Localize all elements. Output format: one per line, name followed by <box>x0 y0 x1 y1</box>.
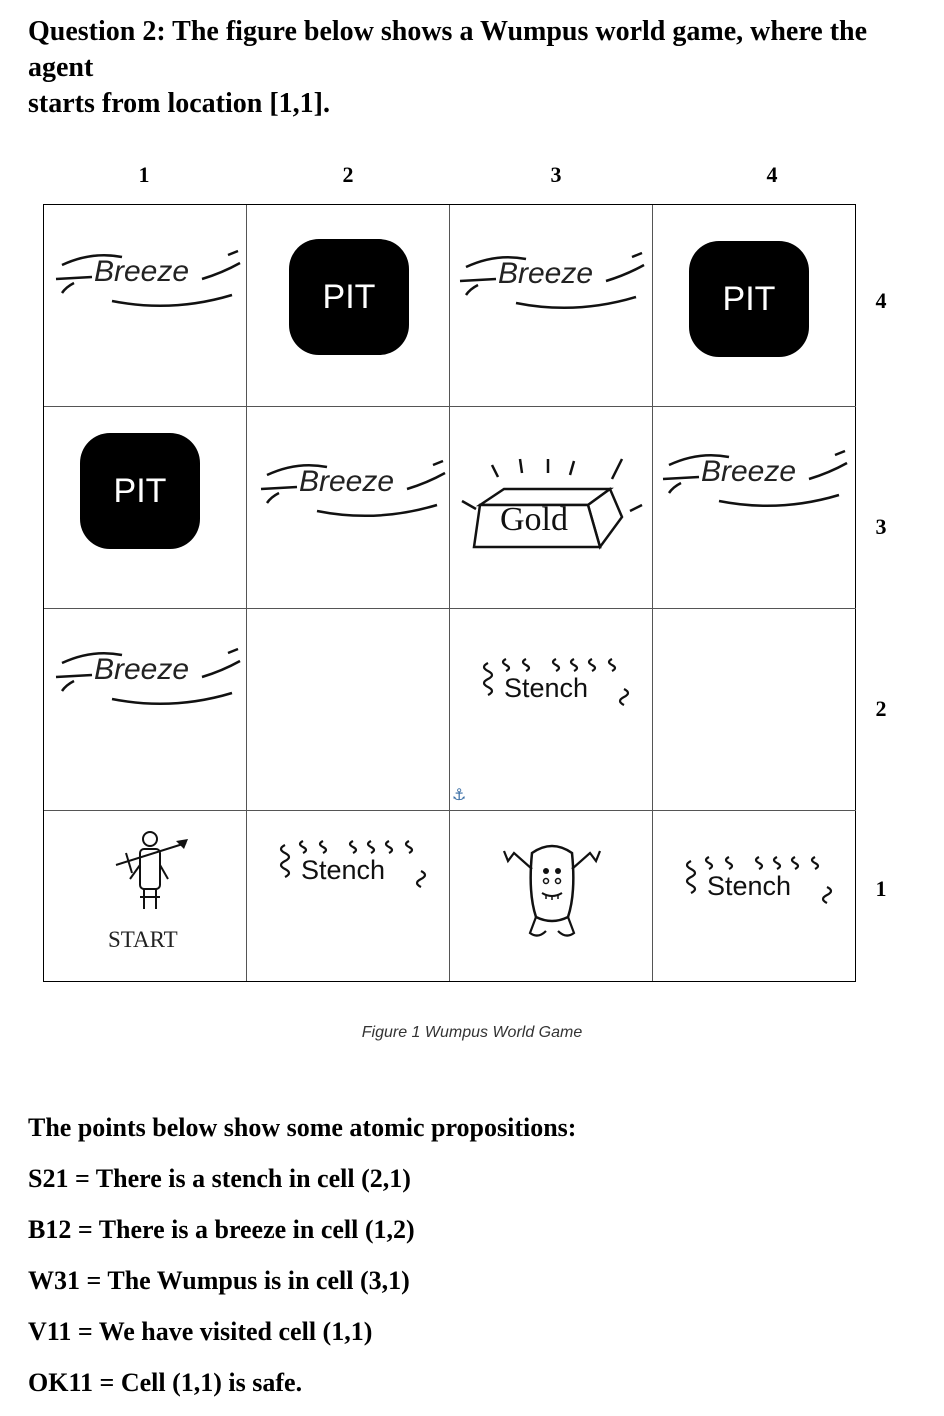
breeze-marker: Breeze <box>52 243 242 323</box>
stench-wave-icon <box>685 856 833 904</box>
breeze-marker: Breeze <box>456 245 646 325</box>
cell-2-4: PIT <box>247 205 450 407</box>
row-label-2: 2 <box>875 696 887 721</box>
cell-4-2 <box>653 609 856 811</box>
row-label-4: 4 <box>875 288 887 313</box>
proposition-item: OK11 = Cell (1,1) is safe. <box>28 1368 303 1397</box>
column-label-2: 2 <box>342 162 354 187</box>
breeze-marker: Breeze <box>257 453 447 533</box>
breeze-label: Breeze <box>299 465 395 498</box>
pit-marker: PIT <box>689 241 809 357</box>
proposition-item: V11 = We have visited cell (1,1) <box>28 1317 373 1346</box>
cell-3-1 <box>450 811 653 981</box>
question-heading: Question 2: The figure below shows a Wum… <box>28 14 938 122</box>
breeze-wind-icon <box>55 249 241 308</box>
proposition-item: S21 = There is a stench in cell (2,1) <box>28 1164 411 1193</box>
stench-wave-icon <box>482 658 630 706</box>
wumpus-grid: Breeze PIT Breeze PIT PIT <box>43 204 856 982</box>
breeze-label: Breeze <box>94 255 190 288</box>
figure-caption: Figure 1 Wumpus World Game <box>361 1024 583 1041</box>
wumpus-monster-icon <box>502 844 602 937</box>
cell-1-4: Breeze <box>44 205 247 407</box>
stench-label: Stench <box>707 871 792 901</box>
stench-marker: Stench <box>267 831 437 911</box>
stench-marker: Stench <box>470 649 640 729</box>
anchor-icon: ⚓ <box>452 785 467 804</box>
question-line-1: Question 2: The figure below shows a Wum… <box>28 16 868 83</box>
proposition-item: B12 = There is a breeze in cell (1,2) <box>28 1215 415 1244</box>
cell-2-1: Stench <box>247 811 450 981</box>
cell-4-1: Stench <box>653 811 856 981</box>
row-label-1: 1 <box>875 876 887 901</box>
start-label: START <box>108 927 178 952</box>
cell-4-3: Breeze <box>653 407 856 609</box>
cell-3-3: Gold <box>450 407 653 609</box>
pit-marker: PIT <box>80 433 200 549</box>
cell-3-4: Breeze <box>450 205 653 407</box>
column-label-1: 1 <box>138 162 150 187</box>
breeze-marker: Breeze <box>659 443 849 523</box>
cell-2-2 <box>247 609 450 811</box>
column-label-3: 3 <box>550 162 562 187</box>
breeze-label: Breeze <box>701 455 797 488</box>
row-label-3: 3 <box>875 514 887 539</box>
breeze-marker: Breeze <box>52 641 242 721</box>
breeze-wind-icon <box>55 647 241 706</box>
propositions-heading: The points below show some atomic propos… <box>28 1113 577 1142</box>
pit-marker: PIT <box>289 239 409 355</box>
stench-wave-icon <box>279 840 427 888</box>
column-label-4: 4 <box>766 162 778 187</box>
cell-1-2: Breeze <box>44 609 247 811</box>
cell-1-3: PIT <box>44 407 247 609</box>
cell-4-4: PIT <box>653 205 856 407</box>
question-line-2: starts from location [1,1]. <box>28 88 330 119</box>
breeze-wind-icon <box>260 459 446 518</box>
cell-2-3: Breeze <box>247 407 450 609</box>
breeze-label: Breeze <box>94 653 190 686</box>
stench-label: Stench <box>504 673 589 703</box>
cell-3-2: Stench ⚓ <box>450 609 653 811</box>
agent-icon <box>115 831 188 909</box>
stench-marker: Stench <box>673 847 843 927</box>
breeze-wind-icon <box>662 449 848 508</box>
breeze-wind-icon <box>459 251 645 310</box>
propositions-list: The points below show some atomic propos… <box>28 1110 928 1416</box>
gold-bar-icon <box>461 458 643 550</box>
gold-label: Gold <box>500 501 568 538</box>
breeze-label: Breeze <box>498 257 594 290</box>
stench-label: Stench <box>301 855 386 885</box>
proposition-item: W31 = The Wumpus is in cell (3,1) <box>28 1266 410 1295</box>
cell-1-1: START <box>44 811 247 981</box>
